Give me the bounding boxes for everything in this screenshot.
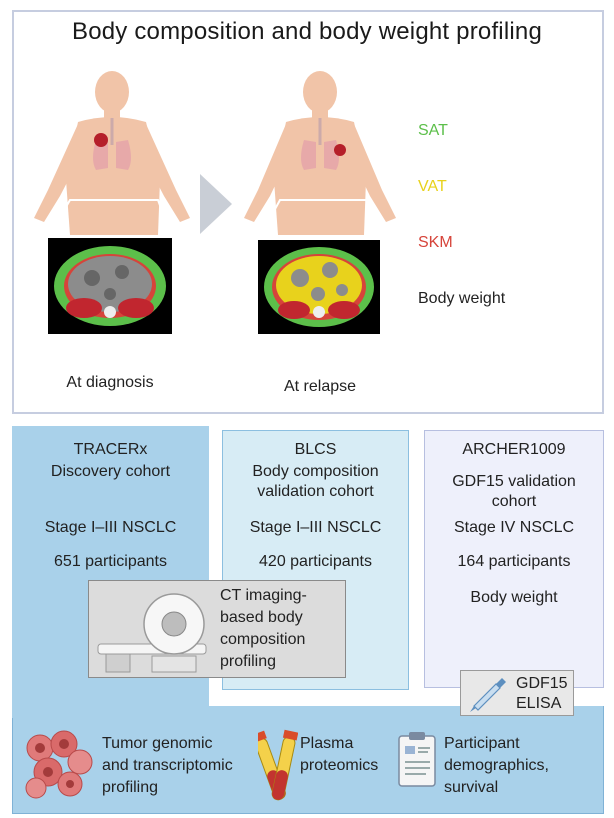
- legend-sat: SAT: [418, 122, 448, 139]
- legend-body-weight: Body weight: [418, 290, 506, 307]
- ct-box-line-4: profiling: [220, 653, 277, 670]
- arrow-right-icon: [200, 174, 232, 234]
- tumor-line-3: profiling: [102, 779, 159, 796]
- tracerx-stage: Stage I–III NSCLC: [44, 519, 177, 536]
- ct-scanner-icon: [97, 593, 207, 673]
- ct-box-line-3: composition: [220, 631, 306, 648]
- body-illustrations: [34, 71, 396, 334]
- archer-desc-2: cohort: [491, 493, 537, 510]
- caption-at-diagnosis: At diagnosis: [66, 374, 154, 391]
- tumor-dot-icon: [334, 144, 346, 156]
- body-figure-diagnosis: [34, 71, 190, 235]
- caption-at-relapse: At relapse: [283, 378, 357, 395]
- legend-vat: VAT: [418, 178, 447, 195]
- tumor-cells-icon: [25, 730, 93, 799]
- ct-box-line-2: based body: [220, 609, 303, 626]
- archer-desc-1: GDF15 validation: [452, 473, 576, 490]
- legend-skm: SKM: [418, 234, 453, 251]
- tracerx-desc: Discovery cohort: [50, 463, 171, 480]
- blcs-name: BLCS: [294, 441, 337, 458]
- clipboard-icon: [398, 732, 436, 787]
- ct-box-line-1: CT imaging-: [220, 587, 307, 604]
- main-title: Body composition and body weight profili…: [71, 18, 542, 45]
- archer-stage: Stage IV NSCLC: [453, 519, 575, 536]
- tracerx-participants: 651 participants: [54, 553, 167, 570]
- gdf-box-line-2: ELISA: [516, 695, 562, 712]
- archer-name: ARCHER1009: [462, 441, 566, 458]
- tumor-line-1: Tumor genomic: [102, 735, 213, 752]
- participant-line-3: survival: [444, 779, 499, 796]
- tracerx-name: TRACERx: [73, 441, 148, 458]
- blcs-desc-2: validation cohort: [257, 483, 374, 500]
- archer-participants: 164 participants: [457, 553, 571, 570]
- blcs-participants: 420 participants: [259, 553, 372, 570]
- participant-line-1: Participant: [444, 735, 520, 752]
- ct-imaging-box: [88, 580, 346, 678]
- body-figure-relapse: [244, 71, 396, 235]
- archer-body-weight: Body weight: [470, 589, 558, 606]
- gdf-box-line-1: GDF15: [516, 675, 568, 692]
- tumor-line-2: and transcriptomic: [102, 757, 233, 774]
- plasma-tubes-icon: [258, 729, 298, 801]
- blcs-stage: Stage I–III NSCLC: [249, 519, 382, 536]
- archer-panel: [424, 430, 604, 688]
- blcs-desc-1: Body composition: [252, 463, 379, 480]
- ct-scan-diagnosis: [48, 238, 172, 334]
- plasma-line-1: Plasma: [300, 735, 354, 752]
- pipette-icon: [470, 678, 506, 712]
- participant-line-2: demographics,: [444, 757, 549, 774]
- tumor-dot-icon: [94, 133, 108, 147]
- ct-scan-relapse: [258, 240, 380, 334]
- plasma-line-2: proteomics: [300, 757, 379, 774]
